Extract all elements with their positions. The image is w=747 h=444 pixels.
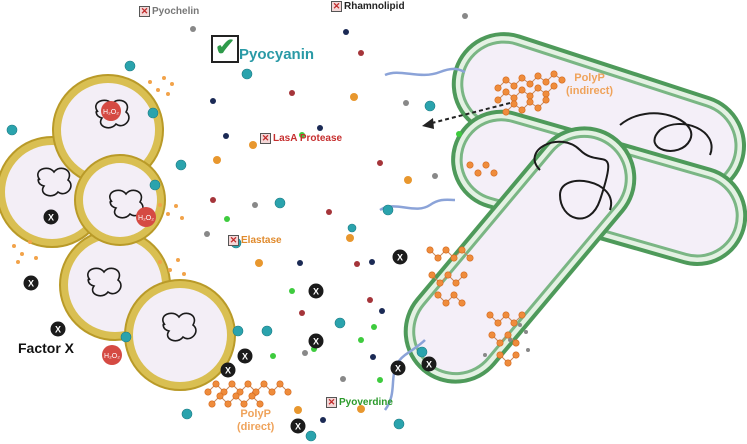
- nucleus-icon: [162, 312, 197, 342]
- dna-icon: [619, 112, 713, 156]
- h2o2-icon: [101, 101, 121, 121]
- lasa-protease-label: LasA Protease: [260, 133, 342, 144]
- h2o2-icon: [102, 345, 122, 365]
- flagellum: [379, 198, 456, 212]
- cross-box-icon: [228, 235, 239, 246]
- factor-x-label: Factor X: [18, 340, 75, 356]
- flagellum: [384, 67, 466, 77]
- flagellum: [383, 339, 426, 411]
- polyp-chain-indirect: [494, 70, 566, 116]
- cross-box-icon: [326, 397, 337, 408]
- polyp-sprays: [12, 76, 186, 276]
- elastase-label: Elastase: [228, 235, 282, 246]
- cross-box-icon: [260, 133, 271, 144]
- rhamnolipid-label: Rhamnolipid: [331, 1, 405, 12]
- checkmark-icon: [211, 33, 239, 63]
- cross-box-icon: [139, 6, 150, 17]
- polyp-indirect-label: PolyP (indirect): [566, 72, 614, 97]
- polyp-small-cluster: [483, 323, 530, 357]
- h2o2-label: H₂O₂: [104, 353, 120, 360]
- pyocyanin-molecules: [6, 60, 436, 442]
- small-molecules: [190, 13, 468, 423]
- dashed-arrow: [422, 102, 511, 129]
- cross-box-icon: [331, 1, 342, 12]
- polyp-chain-direct: [204, 380, 292, 408]
- host-cells: [0, 74, 236, 391]
- h2o2-label: H₂O₂: [138, 215, 154, 222]
- h2o2-icon: [136, 207, 156, 227]
- h2o2-label: H₂O₂: [103, 109, 119, 116]
- pyocyanin-label: Pyocyanin: [239, 46, 315, 63]
- dna-icon: [533, 140, 613, 220]
- bacteria-group: [379, 32, 747, 411]
- nucleus-icon: [37, 167, 72, 197]
- polyp-direct-label: PolyP (direct): [237, 408, 275, 433]
- pyochelin-label: Pyochelin: [139, 6, 199, 17]
- bacterium-front: [403, 126, 637, 384]
- pyoverdine-label: Pyoverdine: [326, 397, 393, 408]
- nucleus-icon: [87, 267, 122, 297]
